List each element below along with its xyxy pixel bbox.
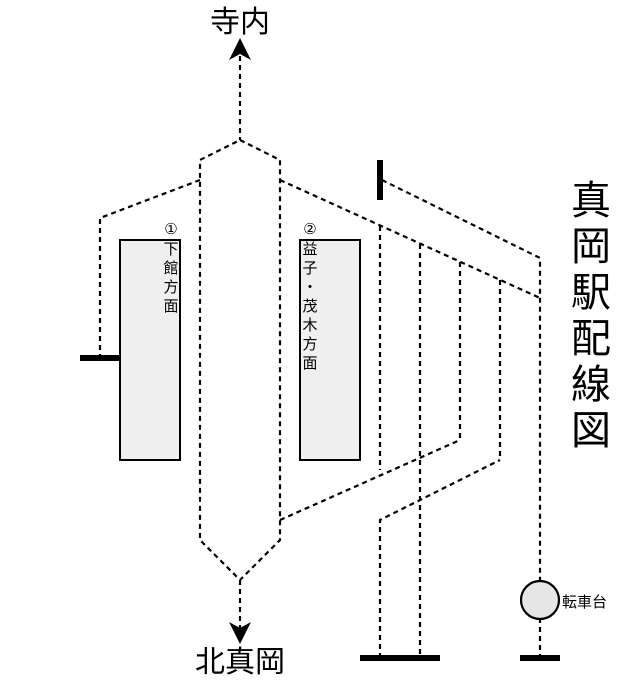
- yard-tracks: [279, 178, 560, 661]
- turntable-label: 転車台: [562, 593, 607, 611]
- title-char: 駅: [571, 270, 611, 316]
- title-char: 真: [571, 178, 611, 224]
- platform-1-number: ①: [164, 220, 177, 238]
- upper-siding: [377, 160, 542, 580]
- platform-2-direction: 方: [302, 335, 317, 353]
- arrow-up-icon: [229, 38, 251, 60]
- platform-2-direction: 茂: [302, 297, 317, 315]
- platform-2-direction: 木: [302, 316, 317, 334]
- direction-south-label: 北真岡: [195, 645, 285, 680]
- platform-2-number: ②: [303, 220, 316, 238]
- title-char: 図: [571, 408, 611, 454]
- main-tracks: [198, 56, 282, 628]
- platform-1-direction: 方: [163, 278, 178, 296]
- turntable-circle: [519, 579, 561, 621]
- platform-1-box: [119, 239, 181, 461]
- turntable: 転車台: [519, 579, 607, 658]
- platform-1: ① 下 館 方 面: [119, 220, 181, 461]
- diagram-title: 真 岡 駅 配 線 図: [571, 178, 611, 454]
- platform-1-direction: 館: [163, 259, 178, 277]
- title-char: 線: [571, 362, 611, 408]
- platform1-track: [80, 178, 201, 361]
- title-char: 配: [571, 316, 611, 362]
- platform-2-direction: 子: [302, 259, 317, 277]
- platform-2-direction: 益: [302, 240, 317, 258]
- direction-north-label: 寺内: [210, 5, 270, 40]
- arrow-down-icon: [229, 622, 251, 644]
- platform-1-direction: 面: [163, 297, 178, 315]
- platform-2-box: [299, 239, 361, 461]
- platform-2-direction: 面: [302, 354, 317, 372]
- platform-2-direction: ・: [302, 278, 317, 296]
- platform-1-direction: 下: [163, 240, 178, 258]
- platform-2: ② 益 子 ・ 茂 木 方 面: [299, 220, 361, 461]
- title-char: 岡: [571, 224, 611, 270]
